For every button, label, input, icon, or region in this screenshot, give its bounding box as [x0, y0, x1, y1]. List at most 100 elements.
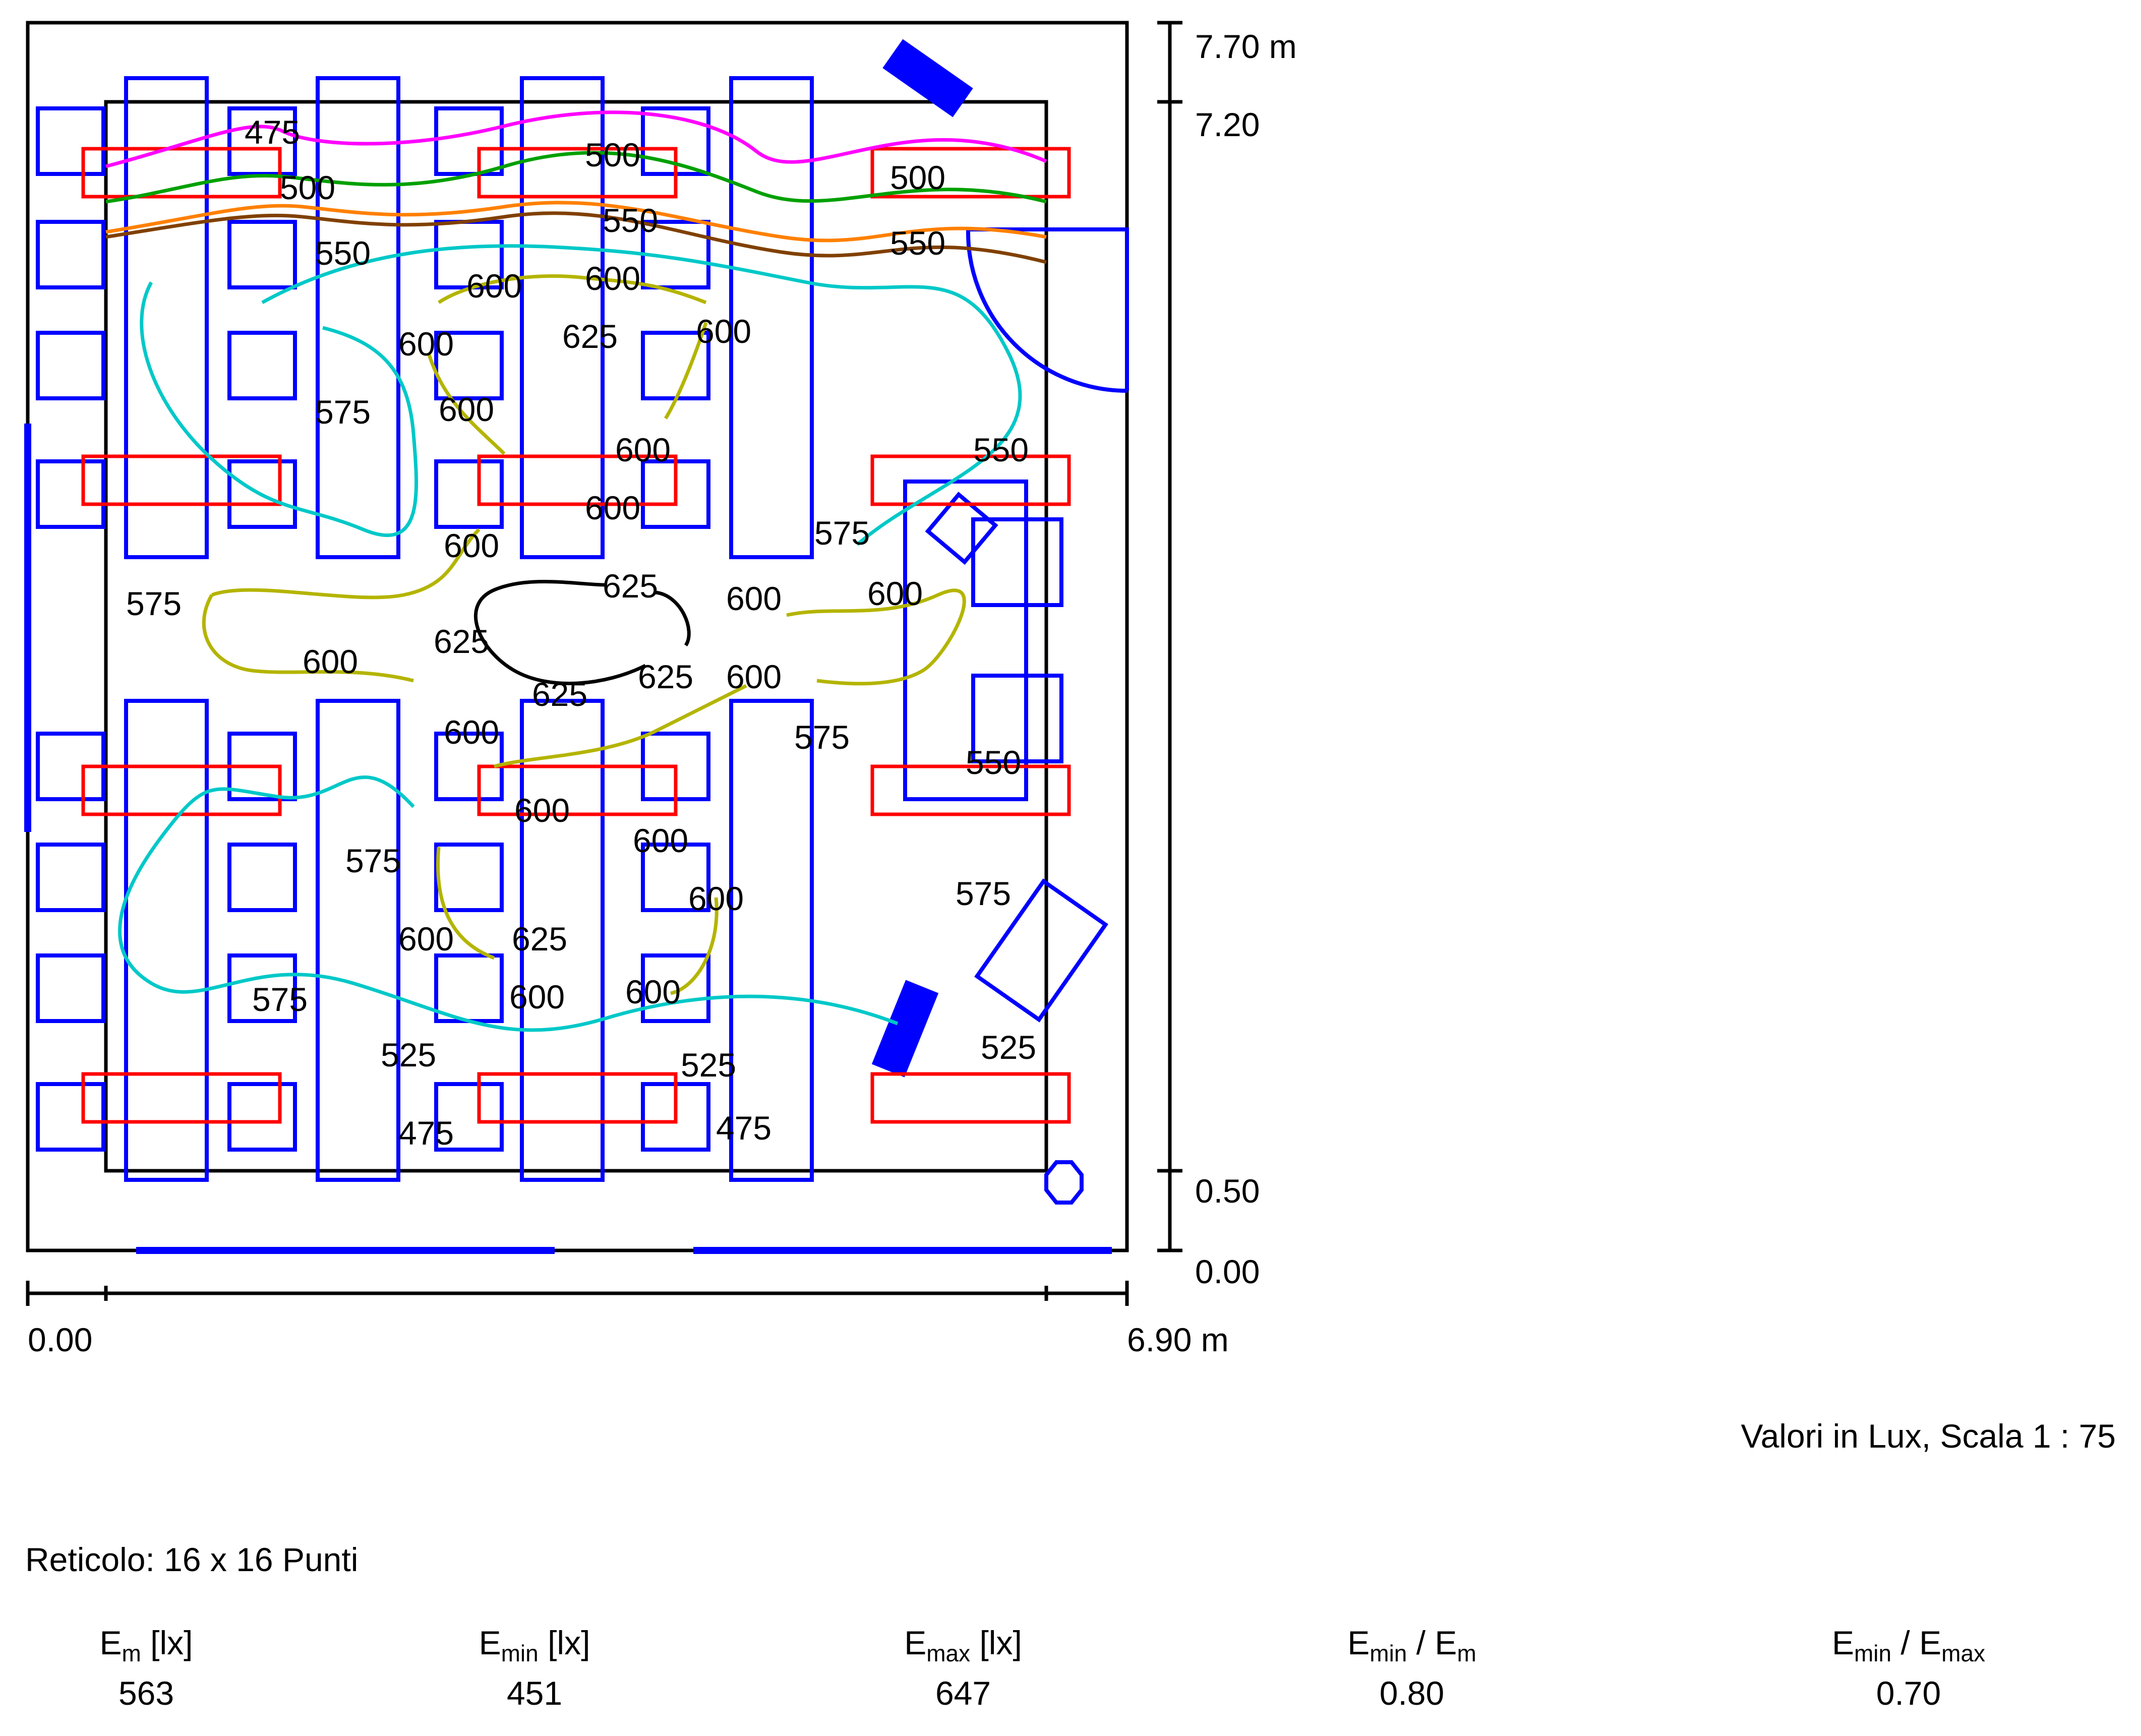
luminaire: [870, 764, 1071, 816]
contour-label: 600: [398, 325, 454, 363]
contour-label: 500: [585, 136, 640, 173]
stat-value: 647: [935, 1674, 991, 1712]
contour-label: 475: [245, 113, 300, 151]
contour-label: 550: [966, 744, 1021, 781]
copier: [871, 980, 939, 1077]
cabinet: [36, 220, 105, 289]
contour-label: 550: [890, 224, 945, 262]
contour-label: 625: [512, 920, 567, 957]
contour-label: 575: [252, 981, 308, 1018]
cabinet: [36, 459, 105, 529]
chair: [227, 953, 297, 1023]
isoline-500: [105, 151, 1047, 204]
plant-pot: [1044, 1160, 1084, 1205]
contour-label: 550: [603, 202, 658, 239]
stat-emin: Emin [lx] 451: [358, 1624, 711, 1712]
isoline-575: [118, 775, 899, 1032]
scale-label: 7.20: [1195, 106, 1260, 143]
units-scale-note: Valori in Lux, Scala 1 : 75: [1741, 1417, 2116, 1455]
contour-label: 600: [696, 313, 751, 350]
chair: [227, 220, 297, 289]
luminaire: [81, 147, 282, 199]
contour-label-group: 475 500 500 500 550 550 550 600 600 625 …: [126, 113, 1036, 1152]
stat-value: 0.80: [1379, 1674, 1445, 1712]
isolux-curves: [105, 110, 1047, 1032]
luminaire: [870, 147, 1071, 199]
contour-label: 550: [315, 234, 371, 272]
isoline-575-outer: [261, 244, 1022, 546]
chair: [227, 459, 297, 529]
luminaire: [870, 454, 1071, 506]
grid-info: Reticolo: 16 x 16 Punti: [25, 1541, 359, 1578]
desk: [520, 76, 605, 559]
chair: [434, 843, 504, 912]
contour-label: 600: [303, 643, 358, 680]
contour-label: 625: [562, 318, 618, 355]
contour-label: 600: [633, 822, 688, 859]
side-cabinet: [971, 517, 1063, 607]
contour-label: 625: [434, 623, 489, 660]
contour-label: 575: [794, 719, 850, 756]
isoline-600-right: [786, 588, 966, 686]
luminaire: [477, 454, 678, 506]
desk: [124, 76, 209, 559]
scale-label: 0.50: [1195, 1172, 1260, 1210]
isolux-plan: 475 500 500 500 550 550 550 600 600 625 …: [24, 21, 1297, 1358]
contour-label: 625: [638, 658, 693, 695]
door-swing: [966, 227, 1129, 393]
task-area-outline: [104, 100, 1048, 1173]
contour-label: 600: [726, 580, 782, 617]
desk: [729, 699, 814, 1182]
luminaire: [477, 764, 678, 816]
chair: [434, 1082, 504, 1152]
isoline-600-center: [202, 528, 481, 683]
desk: [316, 699, 400, 1182]
stat-label: Emax [lx]: [904, 1624, 1022, 1666]
isoline-550: [105, 211, 1047, 264]
isoline-525: [105, 201, 1047, 243]
chair: [227, 843, 297, 912]
cabinet: [36, 106, 105, 176]
scale-label: 7.70 m: [1195, 28, 1297, 65]
contour-label: 625: [603, 567, 658, 605]
horizontal-scale-labels: 0.00 6.90 m: [28, 1321, 1229, 1358]
stat-emin-em: Emin / Em 0.80: [1235, 1624, 1588, 1712]
stat-label: Emin / Em: [1347, 1624, 1476, 1666]
horizontal-scale: [26, 1281, 1129, 1306]
chair: [434, 331, 504, 400]
isoline-475: [105, 110, 1047, 168]
desk: [316, 76, 400, 559]
contour-label: 600: [585, 260, 640, 297]
cabinet: [36, 953, 105, 1023]
side-desk: [903, 480, 1028, 801]
desk: [124, 699, 209, 1182]
desk: [729, 76, 814, 559]
scale-label: 0.00: [1195, 1253, 1260, 1290]
windows: [24, 424, 1112, 1254]
contour-label: 500: [280, 169, 335, 206]
isoline-600-top: [427, 274, 708, 455]
contour-label: 600: [466, 267, 522, 305]
stat-value: 0.70: [1876, 1674, 1941, 1712]
luminaire: [81, 454, 282, 506]
chair: [641, 953, 710, 1023]
room-outline: [26, 21, 1129, 1252]
contour-label: 575: [126, 585, 182, 622]
stat-label: Em [lx]: [99, 1624, 193, 1666]
chair: [434, 106, 504, 176]
luminaire: [81, 1072, 282, 1124]
contour-label: 600: [585, 489, 640, 526]
contour-label: 600: [625, 973, 681, 1010]
luminaire: [870, 1072, 1071, 1124]
contour-label: 600: [444, 713, 499, 751]
stat-emax: Emax [lx] 647: [787, 1624, 1140, 1712]
contour-label: 575: [315, 393, 371, 431]
luminaire: [477, 1072, 678, 1124]
chair: [227, 1082, 297, 1152]
contour-label: 600: [726, 658, 782, 695]
stat-value: 563: [118, 1674, 174, 1712]
contour-label: 600: [615, 431, 671, 468]
contour-label: 600: [867, 575, 923, 612]
isoline-625: [473, 579, 691, 685]
contour-label: 550: [973, 431, 1029, 468]
